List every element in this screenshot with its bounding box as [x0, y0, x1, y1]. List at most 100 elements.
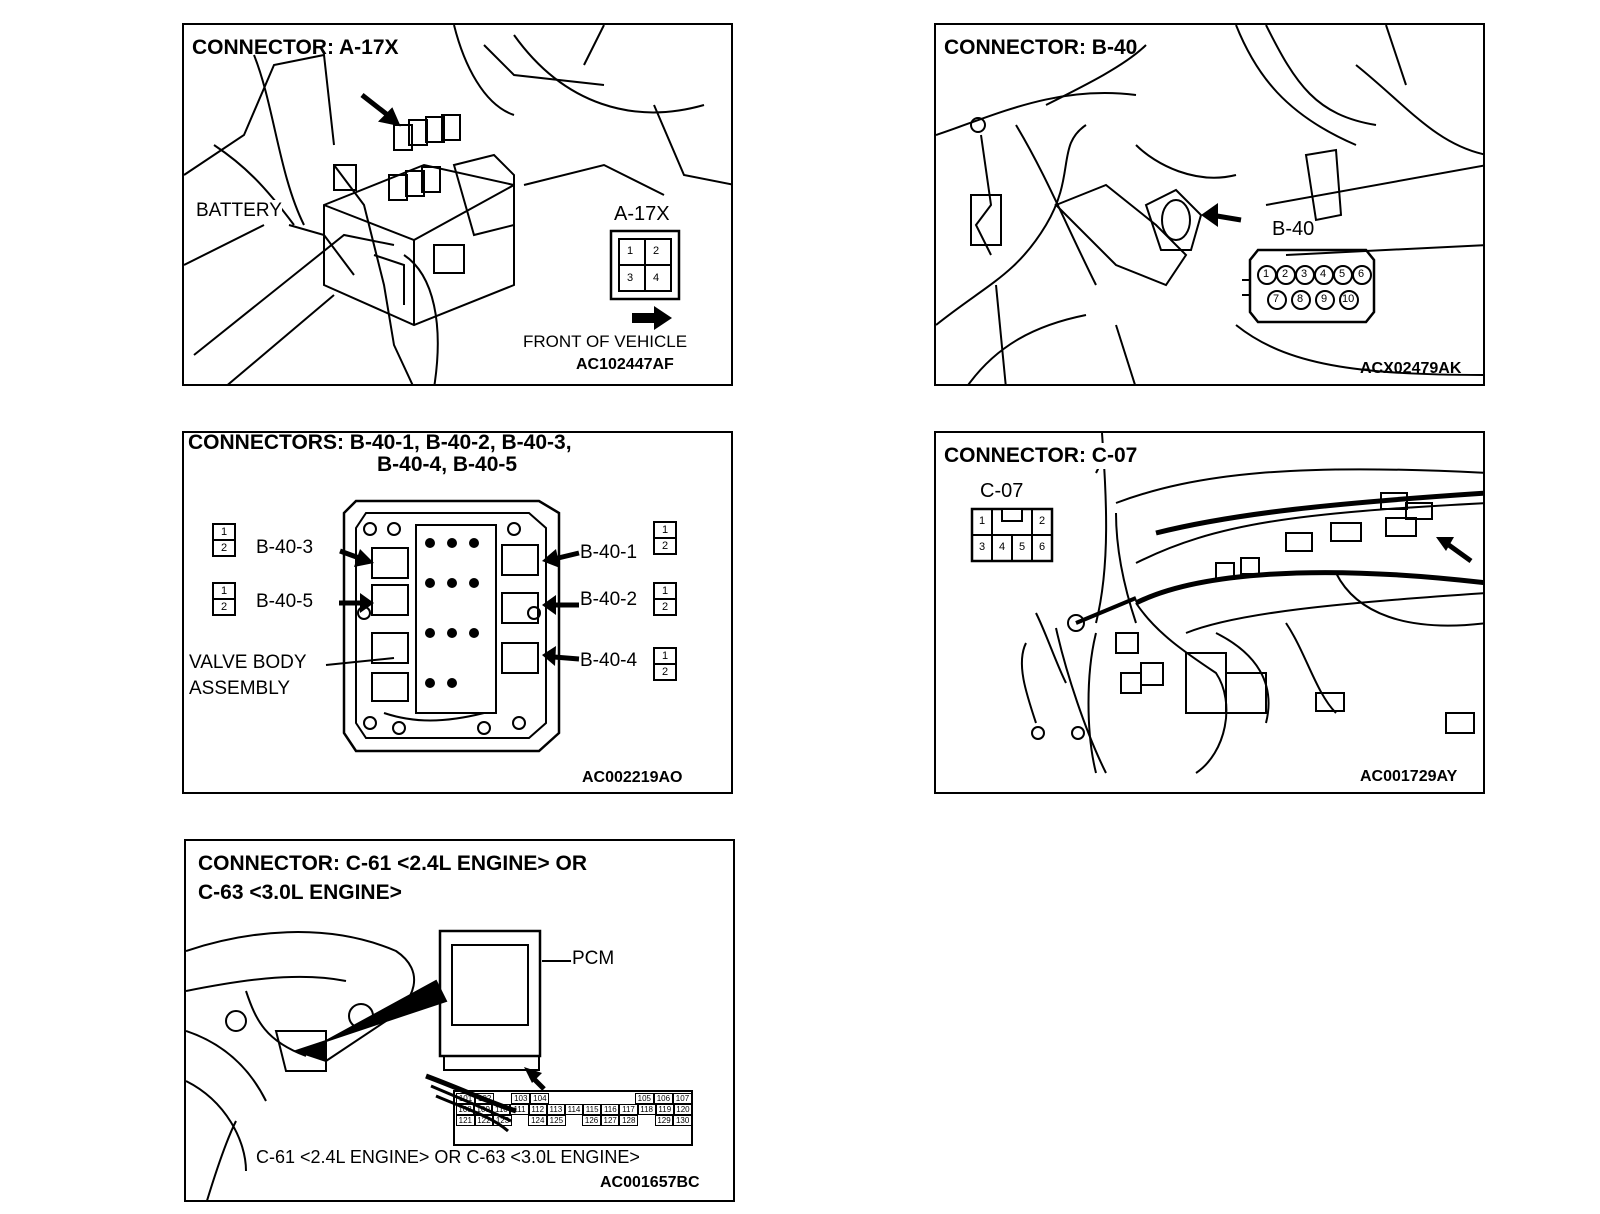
pin-3: 3 [627, 272, 634, 284]
pin: 109 [474, 1104, 493, 1115]
battery-label: BATTERY [196, 200, 282, 222]
pin: 8 [1297, 293, 1304, 305]
pin [494, 1093, 511, 1104]
panel-title-line2: C-63 <3.0L ENGINE> [198, 881, 402, 904]
panel-title: CONNECTOR: C-07 [944, 443, 1138, 469]
label-b40-3: B-40-3 [256, 537, 314, 558]
pin: 123 [493, 1115, 512, 1126]
figure-code: AC001729AY [1360, 768, 1458, 785]
panel-connector-b40: CONNECTOR: B-40 B-40 1 2 3 4 5 6 7 8 9 1… [934, 23, 1485, 386]
pin [638, 1115, 655, 1126]
pin-row-2: 108 109 110 111 112 113 114 115 116 117 … [456, 1104, 693, 1115]
pin: 2 [1282, 268, 1289, 280]
figure-code: ACX02479AK [1360, 360, 1462, 377]
figure-code: AC002219AO [582, 769, 683, 786]
instrument-harness-illustration [970, 433, 1483, 774]
pin-1: 1 [979, 515, 986, 527]
valve-body-label-line1: VALVE BODY [189, 652, 307, 673]
pin-2: 2 [662, 666, 669, 678]
engine-bay-illustration [184, 25, 731, 384]
pin [566, 1115, 583, 1126]
pin: 105 [634, 1093, 654, 1104]
pin: 122 [474, 1115, 494, 1126]
pin-1: 1 [221, 526, 228, 538]
connector-label: A-17X [614, 203, 670, 226]
pin: 110 [492, 1104, 511, 1115]
pin: 116 [601, 1104, 620, 1115]
pin: 128 [619, 1115, 639, 1126]
pin: 104 [530, 1093, 550, 1104]
label-b40-2: B-40-2 [580, 589, 638, 610]
pin-row-3: 121 122 123 124 125 126 127 128 129 130 [456, 1115, 692, 1126]
pin-6: 6 [1039, 541, 1046, 553]
panel-connector-a17x: CONNECTOR: A-17X BATTERY A-17X 1 2 3 4 F… [182, 23, 733, 386]
pin: 117 [619, 1104, 638, 1115]
front-of-vehicle-label: FRONT OF VEHICLE [523, 332, 688, 352]
pin: 9 [1321, 293, 1328, 305]
pin: 111 [510, 1104, 529, 1115]
pin: 115 [583, 1104, 602, 1115]
pin-3: 3 [979, 541, 986, 553]
connector-caption: C-61 <2.4L ENGINE> OR C-63 <3.0L ENGINE> [256, 1147, 640, 1168]
connector-label: C-07 [980, 480, 1024, 502]
pin [601, 1093, 618, 1104]
figure-code: AC102447AF [576, 356, 674, 373]
pcm-connector-pin-grid: 101 102 103 104 105 106 107 108 109 110 … [456, 1093, 693, 1126]
panel-connector-c07: CONNECTOR: C-07 C-07 1 2 3 4 5 6 AC00172… [934, 431, 1485, 794]
pin [512, 1115, 529, 1126]
pin: 1 [1263, 268, 1270, 280]
pin-1: 1 [662, 650, 669, 662]
pin: 127 [600, 1115, 620, 1126]
pin: 124 [528, 1115, 548, 1126]
pin: 6 [1358, 268, 1365, 280]
dashboard-pcm-illustration [186, 929, 693, 1200]
pin: 126 [582, 1115, 601, 1126]
pin: 101 [456, 1093, 476, 1104]
pin: 114 [564, 1104, 584, 1115]
panel-title-line2: B-40-4, B-40-5 [377, 453, 518, 476]
panel-connector-c61-c63: CONNECTOR: C-61 <2.4L ENGINE> OR C-63 <3… [184, 839, 735, 1202]
pin: 7 [1273, 293, 1280, 305]
pin: 106 [653, 1093, 673, 1104]
pin: 3 [1301, 268, 1308, 280]
pin-1: 1 [221, 585, 228, 597]
label-b40-5: B-40-5 [256, 591, 314, 612]
label-b40-1: B-40-1 [580, 542, 638, 563]
pcm-label: PCM [572, 948, 615, 969]
pin: 130 [673, 1115, 692, 1126]
panel-title: CONNECTOR: A-17X [192, 36, 399, 59]
panel-title: CONNECTOR: B-40 [944, 36, 1138, 59]
pin: 102 [475, 1093, 495, 1104]
pin: 113 [546, 1104, 565, 1115]
pin-5: 5 [1019, 541, 1026, 553]
pin [566, 1093, 583, 1104]
pin: 10 [1342, 293, 1355, 305]
pin-row-1: 101 102 103 104 105 106 107 [456, 1093, 693, 1104]
pin: 121 [456, 1115, 475, 1126]
pin: 112 [528, 1104, 547, 1115]
valve-body-label-line2: ASSEMBLY [189, 678, 291, 699]
panel-connectors-b40-series: CONNECTORS: B-40-1, B-40-2, B-40-3, B-40… [182, 431, 733, 794]
figure-code: AC001657BC [600, 1174, 700, 1191]
panel-title-line1: CONNECTORS: B-40-1, B-40-2, B-40-3, [188, 431, 572, 454]
pin: 118 [637, 1104, 656, 1115]
pin: 120 [673, 1104, 693, 1115]
pin-2: 2 [662, 601, 669, 613]
pin: 129 [654, 1115, 674, 1126]
transaxle-illustration [936, 25, 1483, 384]
pin: 103 [511, 1093, 531, 1104]
pin: 125 [547, 1115, 566, 1126]
pin [549, 1093, 566, 1104]
pin: 5 [1339, 268, 1346, 280]
panel-title-line1: CONNECTOR: C-61 <2.4L ENGINE> OR [198, 852, 587, 875]
pin-2: 2 [653, 245, 660, 257]
valve-body-illustration [212, 499, 677, 753]
pin-4: 4 [999, 541, 1006, 553]
pin-2: 2 [221, 542, 228, 554]
pin-2: 2 [1039, 515, 1046, 527]
pin-2: 2 [221, 601, 228, 613]
pin-1: 1 [662, 585, 669, 597]
pin-1: 1 [627, 245, 634, 257]
label-b40-4: B-40-4 [580, 650, 638, 671]
connector-label: B-40 [1272, 218, 1315, 241]
